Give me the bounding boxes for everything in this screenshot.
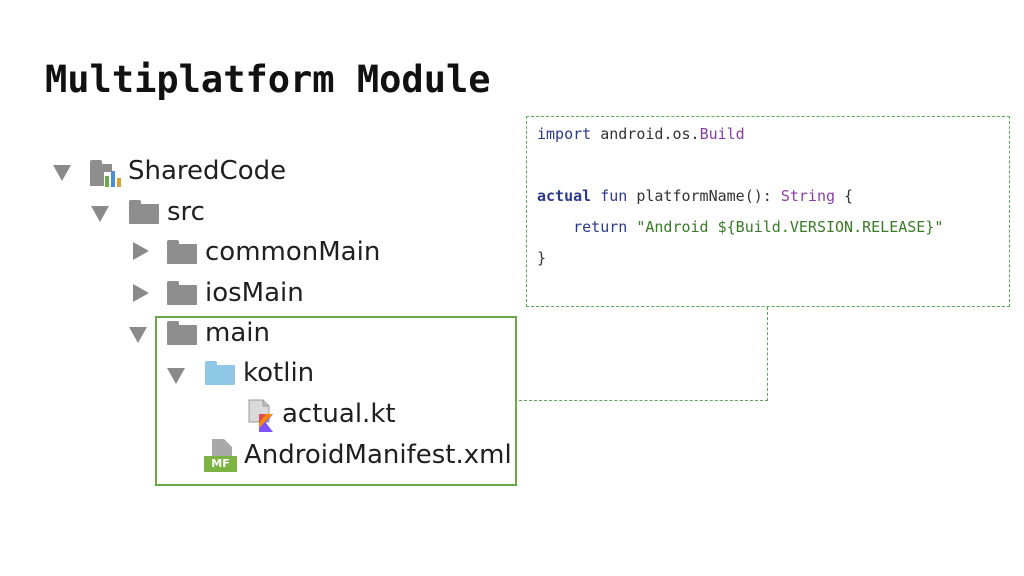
keyword: fun — [591, 187, 628, 205]
code-line-close: } — [537, 248, 546, 268]
tree-item-src[interactable]: src — [167, 197, 205, 227]
code-space — [627, 218, 636, 236]
project-tree: SharedCode src commonMain iosMain main k… — [53, 156, 512, 473]
expand-arrow-icon[interactable] — [167, 368, 185, 384]
manifest-badge: MF — [204, 456, 237, 472]
manifest-file-icon: MF — [204, 439, 238, 473]
code-text: } — [537, 249, 547, 267]
code-indent — [537, 218, 573, 236]
folder-icon — [167, 281, 197, 305]
connector-line — [767, 307, 768, 401]
folder-icon — [167, 321, 197, 345]
tree-item-sharedcode[interactable]: SharedCode — [128, 156, 287, 186]
kotlin-file-icon — [247, 398, 275, 432]
tree-item-kotlin[interactable]: kotlin — [243, 358, 315, 388]
tree-item-androidmanifest[interactable]: AndroidManifest.xml — [244, 440, 512, 470]
type-name: String — [780, 187, 836, 205]
code-text: android.os. — [591, 125, 700, 143]
source-folder-icon — [205, 361, 235, 385]
code-text: platformName(): — [627, 187, 781, 205]
code-snippet: import android.os.Build actual fun platf… — [526, 116, 1010, 307]
tree-item-actual-kt[interactable]: actual.kt — [282, 399, 396, 429]
module-icon — [90, 160, 122, 188]
folder-icon — [167, 240, 197, 264]
collapse-arrow-icon[interactable] — [133, 242, 149, 260]
code-line-import: import android.os.Build — [537, 124, 745, 144]
collapse-arrow-icon[interactable] — [133, 284, 149, 302]
keyword: actual — [537, 187, 592, 205]
folder-icon — [129, 200, 159, 224]
code-line-return: return "Android ${Build.VERSION.RELEASE}… — [537, 217, 943, 237]
expand-arrow-icon[interactable] — [53, 165, 71, 181]
tree-item-commonmain[interactable]: commonMain — [205, 237, 381, 267]
string-literal: "Android ${Build.VERSION.RELEASE}" — [636, 218, 944, 236]
connector-line — [519, 400, 768, 401]
tree-item-iosmain[interactable]: iosMain — [205, 278, 304, 308]
main-folder-highlight — [155, 316, 517, 486]
slide-title: Multiplatform Module — [45, 58, 491, 101]
class-name: Build — [699, 125, 745, 143]
expand-arrow-icon[interactable] — [129, 327, 147, 343]
expand-arrow-icon[interactable] — [91, 206, 109, 222]
code-text: { — [835, 187, 854, 205]
code-line-function: actual fun platformName(): String { — [537, 186, 853, 206]
keyword: return — [573, 218, 628, 236]
tree-item-main[interactable]: main — [205, 318, 270, 348]
keyword: import — [537, 125, 592, 143]
